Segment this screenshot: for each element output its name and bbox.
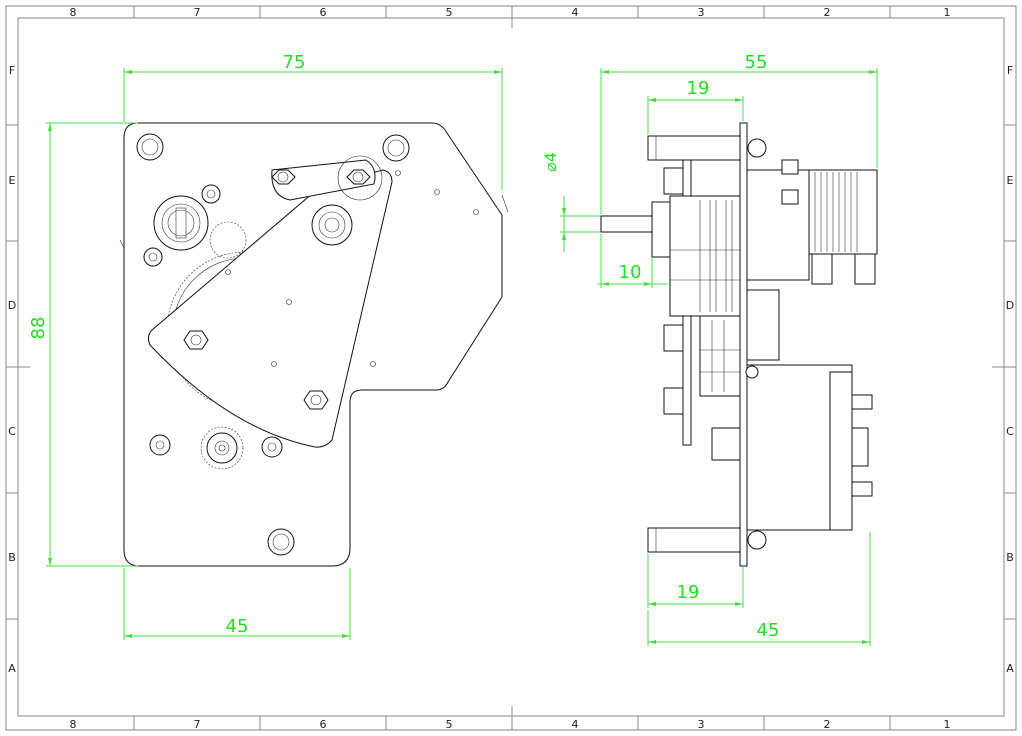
sheet-frame <box>5 5 1017 731</box>
hex-nut <box>303 390 329 410</box>
zone-col-label: 3 <box>698 718 705 731</box>
zone-col-label: 3 <box>698 6 705 19</box>
output-shaft <box>600 215 654 233</box>
zone-col-label: 2 <box>824 6 831 19</box>
hex-nut <box>183 330 209 350</box>
side-dimension-diameter: ⌀4 <box>541 152 600 252</box>
upper-motor <box>746 159 878 361</box>
dimension-text: 19 <box>677 582 700 603</box>
zone-row-label: D <box>1006 299 1014 312</box>
zone-col-label: 1 <box>944 718 951 731</box>
zone-row-label: F <box>1007 64 1013 77</box>
side-dimension-19-top: 19 <box>647 78 744 134</box>
hex-nut <box>271 169 296 185</box>
front-dimension-75: 75 <box>123 52 503 190</box>
lower-motor <box>746 364 873 531</box>
zone-col-label: 8 <box>70 6 77 19</box>
zone-col-label: 5 <box>446 718 453 731</box>
front-view <box>119 122 509 567</box>
front-dimension-88: 88 <box>28 122 138 567</box>
side-view <box>600 122 878 567</box>
screw <box>201 184 221 204</box>
zone-col-label: 8 <box>70 718 77 731</box>
pinion-gear <box>200 426 244 470</box>
zone-col-label: 5 <box>446 6 453 19</box>
side-dimension-19-bottom: 19 <box>647 554 744 608</box>
screw <box>261 436 283 458</box>
dimension-text: 45 <box>226 616 249 637</box>
zone-col-label: 1 <box>944 6 951 19</box>
zone-labels-top: 8 7 6 5 4 3 2 1 <box>70 6 951 19</box>
zone-col-label: 7 <box>194 718 201 731</box>
zone-row-label: B <box>8 551 16 564</box>
dimension-text: 55 <box>745 52 768 73</box>
zone-col-label: 6 <box>320 6 327 19</box>
side-dimension-45: 45 <box>647 532 871 646</box>
screw <box>149 434 171 456</box>
front-dimension-45: 45 <box>123 568 351 640</box>
zone-row-label: A <box>8 662 16 675</box>
zone-col-label: 2 <box>824 718 831 731</box>
standoff-top <box>647 135 741 161</box>
zone-col-label: 6 <box>320 718 327 731</box>
zone-col-label: 4 <box>572 718 579 731</box>
zone-row-label: B <box>1006 551 1014 564</box>
zone-row-label: C <box>8 425 16 438</box>
zone-labels-right: F E D C B A <box>1006 64 1014 675</box>
standoff <box>267 528 295 556</box>
zone-row-label: E <box>1007 174 1014 187</box>
screw <box>143 247 163 267</box>
zone-row-label: F <box>9 64 15 77</box>
dimension-text: 75 <box>283 52 306 73</box>
zone-labels-left: F E D C B A <box>8 64 16 675</box>
hex-nut <box>346 169 371 185</box>
output-shaft-boss <box>153 195 209 251</box>
zone-row-label: D <box>8 299 16 312</box>
standoff <box>382 134 410 162</box>
base-plate <box>123 122 503 567</box>
side-dimension-10: 10 <box>597 234 668 288</box>
zone-labels-bottom: 8 7 6 5 4 3 2 1 <box>70 718 951 731</box>
dimension-text: ⌀4 <box>541 152 560 172</box>
zone-row-label: A <box>1006 662 1014 675</box>
standoff <box>136 133 164 161</box>
dimension-text: 45 <box>757 620 780 641</box>
zone-col-label: 7 <box>194 6 201 19</box>
side-dimension-55: 55 <box>600 52 878 214</box>
zone-row-label: C <box>1006 425 1014 438</box>
dimension-text: 10 <box>619 262 642 283</box>
pivot-hub <box>311 204 353 246</box>
dimension-text: 19 <box>687 78 710 99</box>
zone-col-label: 4 <box>572 6 579 19</box>
side-plate <box>739 122 748 567</box>
zone-row-label: E <box>9 174 16 187</box>
top-link <box>271 159 376 201</box>
dimension-text: 88 <box>28 317 49 340</box>
standoff-bottom <box>647 527 741 553</box>
